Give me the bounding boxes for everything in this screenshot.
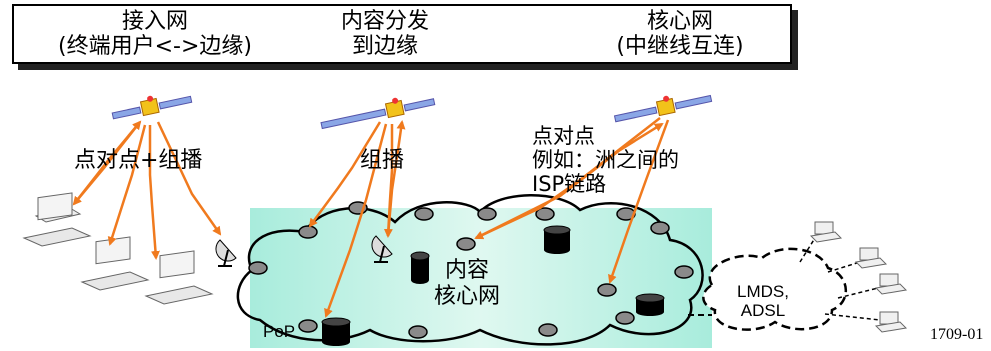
router-node (538, 323, 558, 337)
arrow-sat-to-edge-router (608, 119, 670, 284)
header-distribution-subtitle: 到边缘 (351, 34, 418, 59)
link-lmds-terminal-2 (827, 261, 861, 273)
label-lmds: LMDS, (737, 282, 789, 301)
router-node (456, 237, 476, 251)
header-banner (12, 4, 792, 64)
computer-terminal-small (874, 273, 908, 295)
computer-terminal-small (809, 221, 843, 243)
label-multicast: 组播 (360, 148, 405, 173)
router-nodes (248, 201, 694, 339)
router-node (597, 283, 617, 297)
header-access-network: 接入网 (终端用户<->边缘) (30, 4, 280, 64)
label-p2p-line1: 点对点 (532, 124, 595, 148)
router-node (298, 225, 318, 239)
computer-terminal (22, 192, 92, 247)
satellite-dish-access (215, 239, 237, 267)
label-lmds-adsl: LMDS, ADSL (737, 282, 789, 320)
server-edge-right (635, 293, 665, 316)
computer-terminal (144, 250, 214, 305)
label-content-core-line2: 核心网 (434, 284, 501, 309)
router-node (298, 319, 318, 333)
router-node (535, 207, 555, 221)
router-node (477, 207, 497, 221)
arrow-sat-to-edge-1 (308, 121, 382, 228)
server-core-1 (410, 251, 430, 284)
server-core-2 (543, 225, 571, 254)
arrow-core-router-to-sat (475, 122, 664, 240)
arrow-sat-to-terminal-3 (148, 125, 160, 260)
label-content-core: 内容 核心网 (434, 258, 500, 310)
header-core-subtitle: (中继线互连) (616, 34, 744, 59)
label-point-to-point-multicast: 点对点+组播 (74, 148, 203, 173)
arrow-core-dish-to-sat (386, 120, 406, 237)
header-access-subtitle: (终端用户<->边缘) (58, 34, 252, 59)
arrow-sat-to-pop (324, 123, 388, 318)
server-edge-pop (321, 317, 351, 346)
figure-id: 1709-01 (930, 326, 984, 343)
router-node (674, 265, 694, 279)
link-lmds-terminal-1 (799, 237, 816, 263)
header-core-title: 核心网 (646, 9, 713, 34)
lmds-adsl-cloud (702, 247, 848, 331)
lmds-terminals (809, 221, 908, 333)
router-node (615, 311, 635, 325)
computer-terminal (80, 236, 150, 291)
router-node (408, 325, 428, 339)
satellite-distribution (320, 97, 436, 130)
label-p2p-line2: 例如：洲之间的 (532, 148, 679, 172)
computer-terminal-small (874, 311, 908, 333)
link-lmds-terminal-4 (824, 313, 881, 321)
signal-arrows (72, 117, 670, 318)
arrow-sat-to-dish (156, 121, 222, 236)
satellite-core (613, 94, 713, 123)
label-p2p-line3: ISP链路 (532, 172, 607, 196)
header-distribution-title: 内容分发 (340, 9, 429, 34)
satellite-dish-core (371, 235, 393, 263)
label-pop: PoP (263, 322, 296, 341)
label-adsl: ADSL (740, 301, 786, 320)
arrow-sat-to-terminal-2 (107, 124, 147, 246)
satellite-access (111, 95, 193, 120)
router-node (650, 221, 670, 235)
router-node (414, 207, 434, 221)
label-point-to-point: 点对点 例如：洲之间的 ISP链路 (532, 124, 679, 196)
header-core-network: 核心网 (中继线互连) (580, 4, 780, 64)
computer-terminal-small (854, 247, 888, 269)
label-content-core-line1: 内容 (445, 258, 490, 283)
arrow-terminal-1-to-sat (73, 120, 142, 205)
header-access-title: 接入网 (121, 9, 188, 34)
router-node (248, 261, 268, 275)
header-content-distribution: 内容分发 到边缘 (300, 4, 470, 64)
